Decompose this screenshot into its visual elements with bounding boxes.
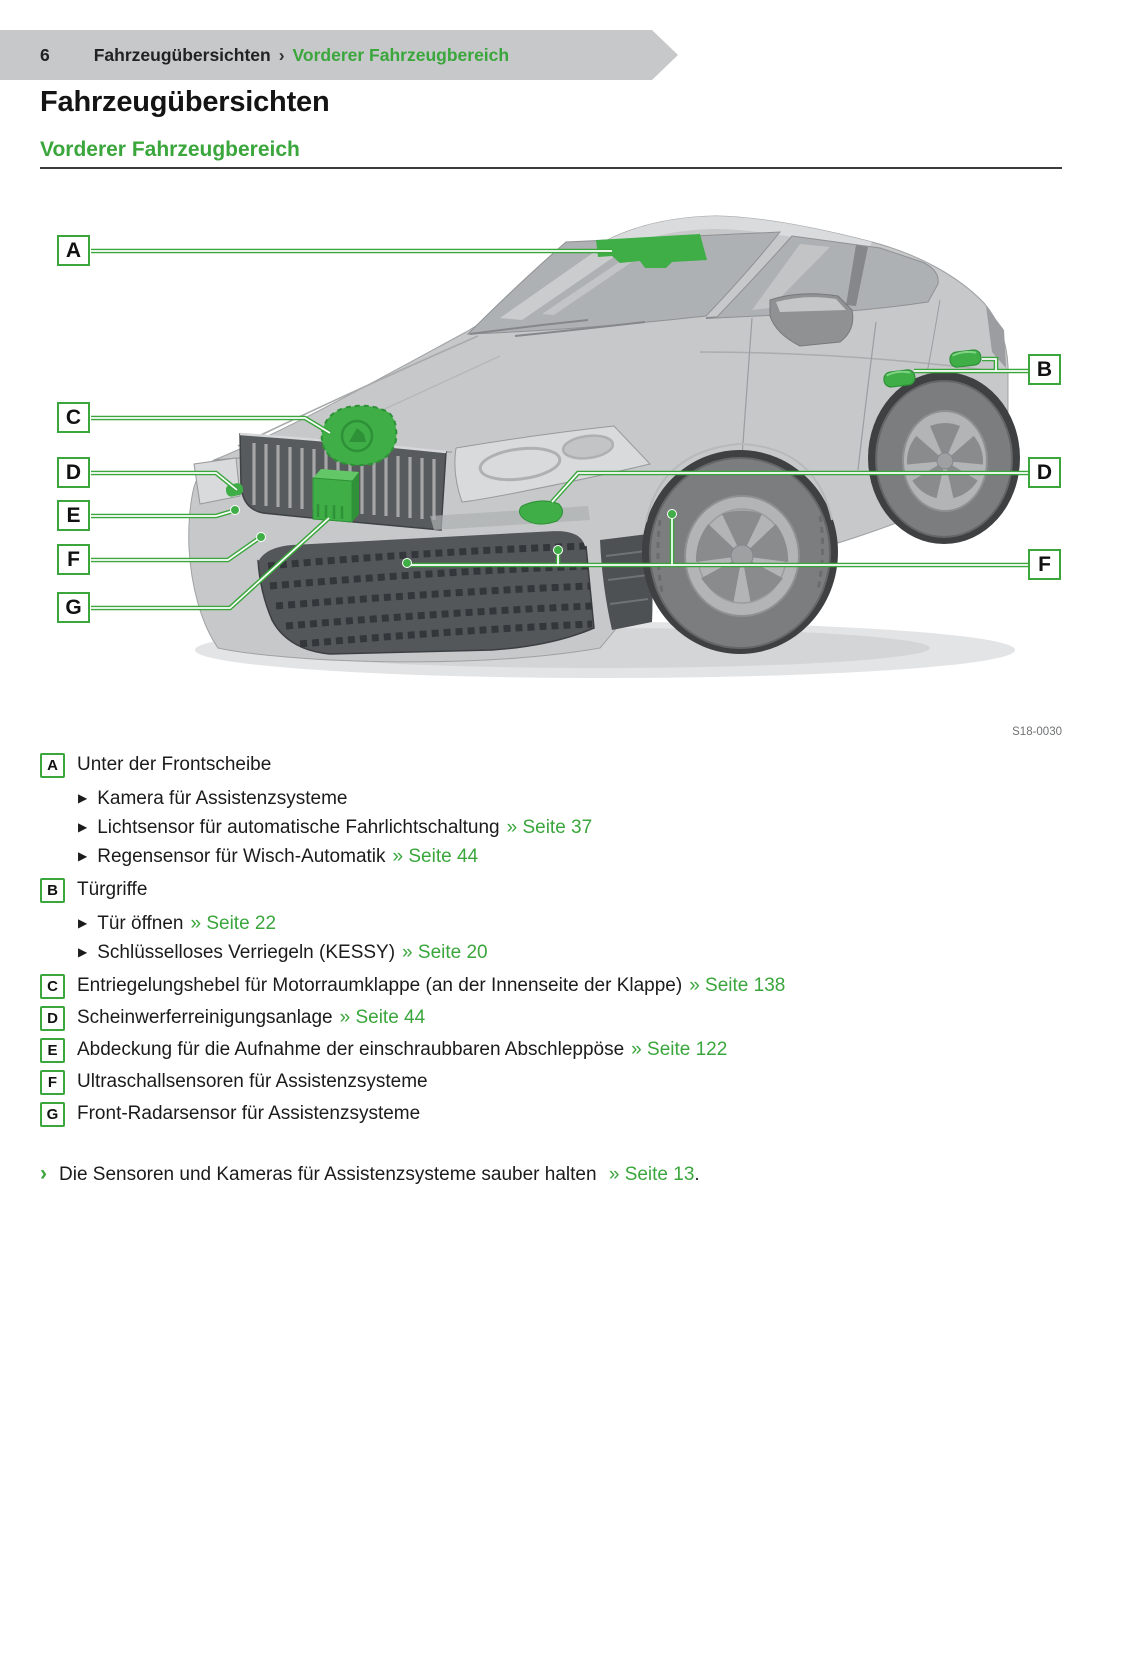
subitem-text: Kamera für Assistenzsysteme <box>97 788 348 809</box>
vehicle-figure: A B C D D E F F G S18-0030 <box>0 180 1142 760</box>
legend-subitem: ▶ Tür öffnen » Seite 22 <box>78 909 1062 938</box>
subitem-text: Schlüsselloses Verriegeln (KESSY) <box>97 942 396 963</box>
bumper-intake <box>257 506 595 655</box>
note-chevron-icon: › <box>40 1162 47 1185</box>
legend-label: Front-Radarsensor für Assistenzsysteme <box>77 1103 421 1124</box>
legend-subitem: ▶ Schlüsselloses Verriegeln (KESSY) » Se… <box>78 938 1062 967</box>
legend-item-A: A Unter der Frontscheibe <box>40 752 1062 778</box>
legend-letter-box: D <box>40 1006 65 1031</box>
callout-D-left: D <box>57 457 90 488</box>
breadcrumb-separator-icon: › <box>278 44 285 65</box>
callout-G: G <box>57 592 90 623</box>
legend-letter-box: F <box>40 1070 65 1095</box>
page-link[interactable]: » Seite 122 <box>631 1039 728 1060</box>
camera-area-highlight <box>596 234 707 268</box>
legend-subitem: ▶ Lichtsensor für automatische Fahrlicht… <box>78 813 1062 842</box>
triangle-bullet-icon: ▶ <box>78 945 88 959</box>
hood-emblem-highlight <box>320 404 398 467</box>
side-windows <box>714 235 939 319</box>
rear-wheel <box>868 372 1020 544</box>
triangle-bullet-icon: ▶ <box>78 820 88 834</box>
legend-label: Entriegelungshebel für Motorraumklappe (… <box>77 975 683 996</box>
page-link[interactable]: » Seite 44 <box>392 846 479 867</box>
header-bar: 6 Fahrzeugübersichten › Vorderer Fahrzeu… <box>0 30 678 80</box>
callout-F-left: F <box>57 544 90 575</box>
subitem-text: Lichtsensor für automatische Fahrlichtsc… <box>97 817 500 838</box>
legend-item-F: F Ultraschallsensoren für Assistenzsyste… <box>40 1069 1062 1095</box>
page-link[interactable]: » Seite 13 <box>608 1164 695 1185</box>
legend-letter-box: G <box>40 1102 65 1127</box>
legend: A Unter der Frontscheibe ▶ Kamera für As… <box>40 752 1062 1133</box>
title-rule <box>40 167 1062 169</box>
breadcrumb-subsection: Vorderer Fahrzeugbereich <box>292 44 510 65</box>
legend-item-B: B Türgriffe <box>40 877 1062 903</box>
page-number: 6 <box>40 44 50 65</box>
callout-E: E <box>57 500 90 531</box>
callout-C: C <box>57 402 90 433</box>
door-handle-highlight <box>883 349 982 388</box>
triangle-bullet-icon: ▶ <box>78 916 88 930</box>
subitem-text: Regensensor für Wisch-Automatik <box>97 846 386 867</box>
callout-B: B <box>1028 354 1061 385</box>
legend-letter-box: C <box>40 974 65 999</box>
legend-letter-box: B <box>40 878 65 903</box>
legend-subitem: ▶ Regensensor für Wisch-Automatik » Seit… <box>78 842 1062 871</box>
page-link[interactable]: » Seite 20 <box>402 942 488 963</box>
car-illustration <box>91 215 1028 678</box>
headlight-left <box>193 457 241 505</box>
legend-label: Scheinwerferreinigungsanlage <box>77 1007 333 1028</box>
legend-label: Abdeckung für die Aufnahme der einschrau… <box>77 1039 625 1060</box>
triangle-bullet-icon: ▶ <box>78 791 88 805</box>
bumper-corner-vent <box>600 534 653 630</box>
triangle-bullet-icon: ▶ <box>78 849 88 863</box>
leader-lines <box>91 248 1028 611</box>
legend-label: Ultraschallsensoren für Assistenzsysteme <box>77 1071 428 1092</box>
note-suffix: . <box>694 1164 700 1185</box>
legend-item-G: G Front-Radarsensor für Assistenzsysteme <box>40 1101 1062 1127</box>
callout-F-right: F <box>1028 549 1061 580</box>
page-link[interactable]: » Seite 37 <box>506 817 593 838</box>
page-title: Fahrzeugübersichten <box>40 86 330 118</box>
legend-letter-box: E <box>40 1038 65 1063</box>
page-link[interactable]: » Seite 138 <box>689 975 786 996</box>
subitem-text: Tür öffnen <box>97 913 184 934</box>
side-mirror <box>769 293 854 347</box>
sensor-dot-highlights <box>230 505 677 568</box>
callout-D-right: D <box>1028 457 1061 488</box>
legend-letter-box: A <box>40 753 65 778</box>
legend-label: Unter der Frontscheibe <box>77 754 272 775</box>
headlight-right <box>454 425 651 503</box>
breadcrumb-section: Fahrzeugübersichten <box>93 44 271 65</box>
legend-item-C: C Entriegelungshebel für Motorraumklappe… <box>40 973 1062 999</box>
legend-label: Türgriffe <box>77 879 148 900</box>
legend-item-E: E Abdeckung für die Aufnahme der einschr… <box>40 1037 1062 1063</box>
note: › Die Sensoren und Kameras für Assistenzs… <box>40 1160 1062 1188</box>
radar-sensor-highlight <box>312 469 359 523</box>
note-text: Die Sensoren und Kameras für Assistenzsy… <box>59 1164 597 1185</box>
callout-A: A <box>57 235 90 266</box>
legend-item-D: D Scheinwerferreinigungsanlage » Seite 44 <box>40 1005 1062 1031</box>
page-link[interactable]: » Seite 22 <box>190 913 277 934</box>
section-title: Vorderer Fahrzeugbereich <box>40 138 300 161</box>
front-wheel <box>642 442 838 654</box>
page-link[interactable]: » Seite 44 <box>339 1007 426 1028</box>
legend-subitem: ▶ Kamera für Assistenzsysteme <box>78 784 1062 813</box>
figure-code: S18-0030 <box>1012 726 1062 738</box>
